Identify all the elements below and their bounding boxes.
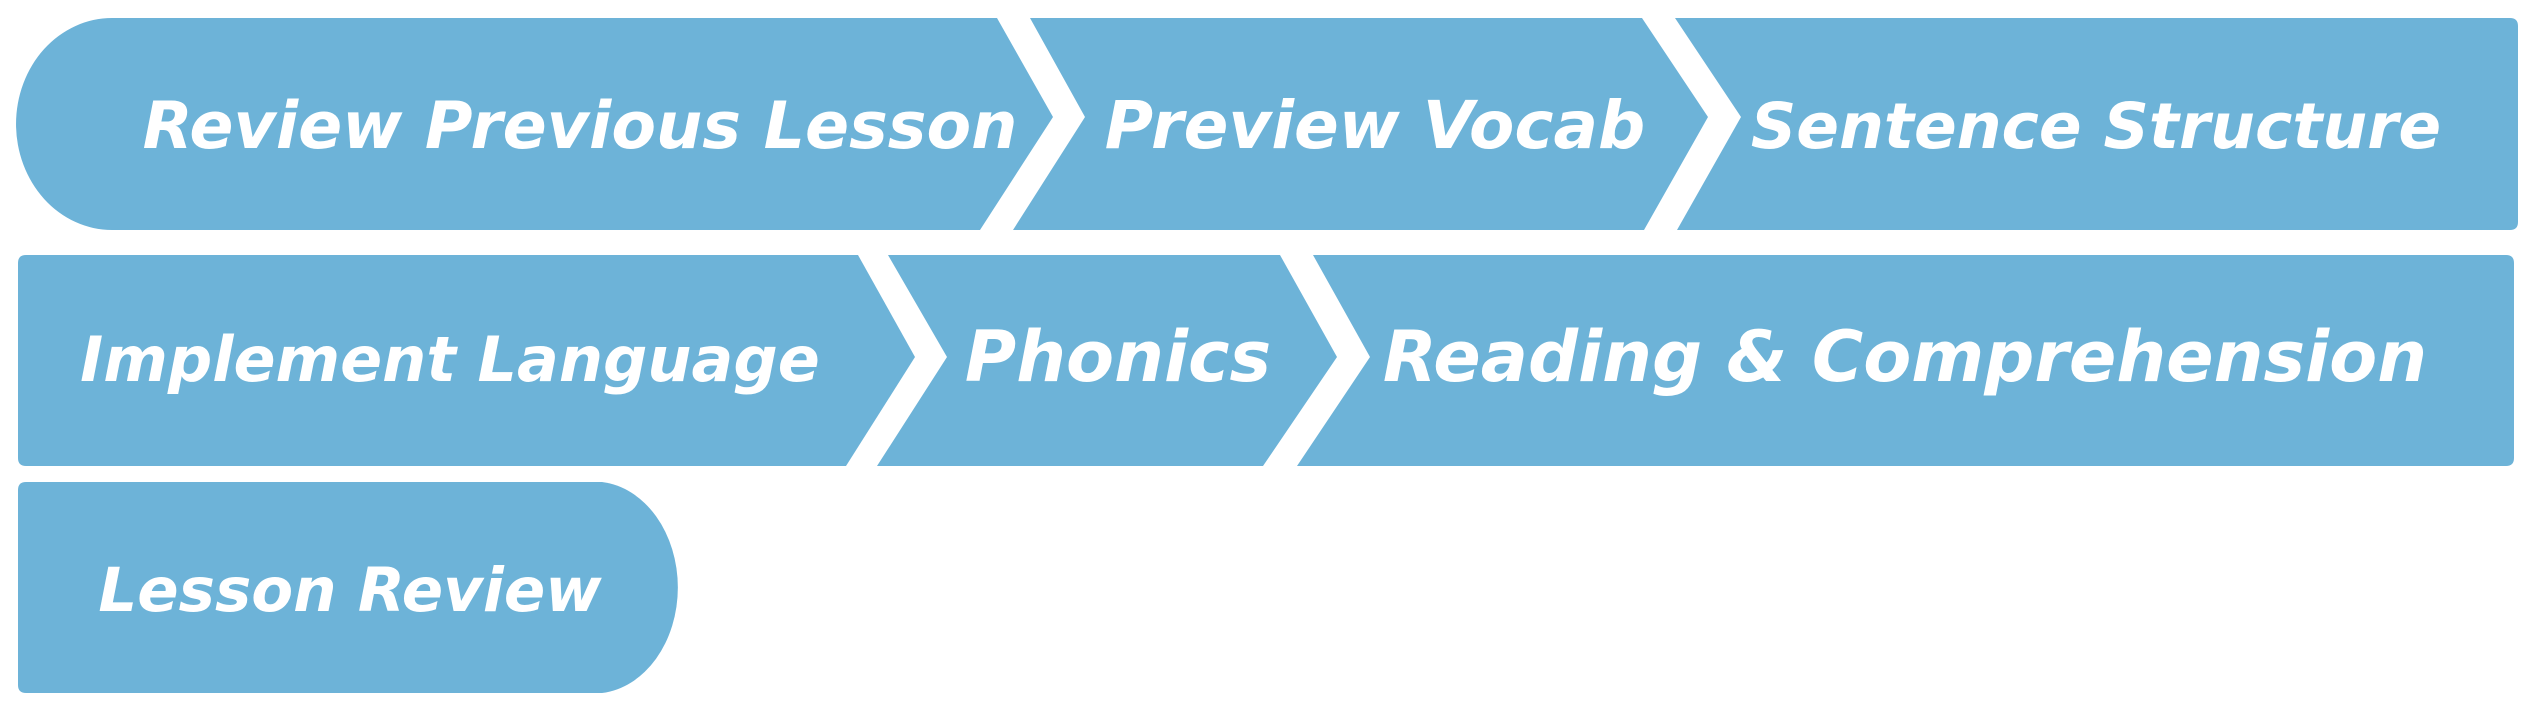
step-preview-vocab: Preview Vocab: [1013, 18, 1708, 230]
step-implement-language: Implement Language: [18, 255, 915, 466]
step-label: Preview Vocab: [1105, 87, 1646, 164]
step-shape: [18, 255, 915, 466]
step-label: Review Previous Lesson: [143, 89, 1018, 164]
step-lesson-review: Lesson Review: [18, 482, 678, 693]
step-phonics: Phonics: [877, 255, 1337, 466]
step-shape: [16, 18, 1053, 230]
step-label: Reading & Comprehension: [1383, 316, 2427, 398]
step-review-previous-lesson: Review Previous Lesson: [16, 18, 1053, 230]
step-label: Sentence Structure: [1751, 90, 2441, 163]
step-sentence-structure: Sentence Structure: [1675, 18, 2518, 230]
step-shape: [18, 482, 678, 693]
step-label: Implement Language: [80, 323, 820, 396]
step-shape: [1675, 18, 2518, 230]
step-label: Phonics: [965, 316, 1271, 398]
step-shape: [1013, 18, 1708, 230]
step-reading-comprehension: Reading & Comprehension: [1297, 255, 2514, 466]
step-label: Lesson Review: [98, 555, 602, 626]
step-shape: [877, 255, 1337, 466]
step-shape: [1297, 255, 2514, 466]
